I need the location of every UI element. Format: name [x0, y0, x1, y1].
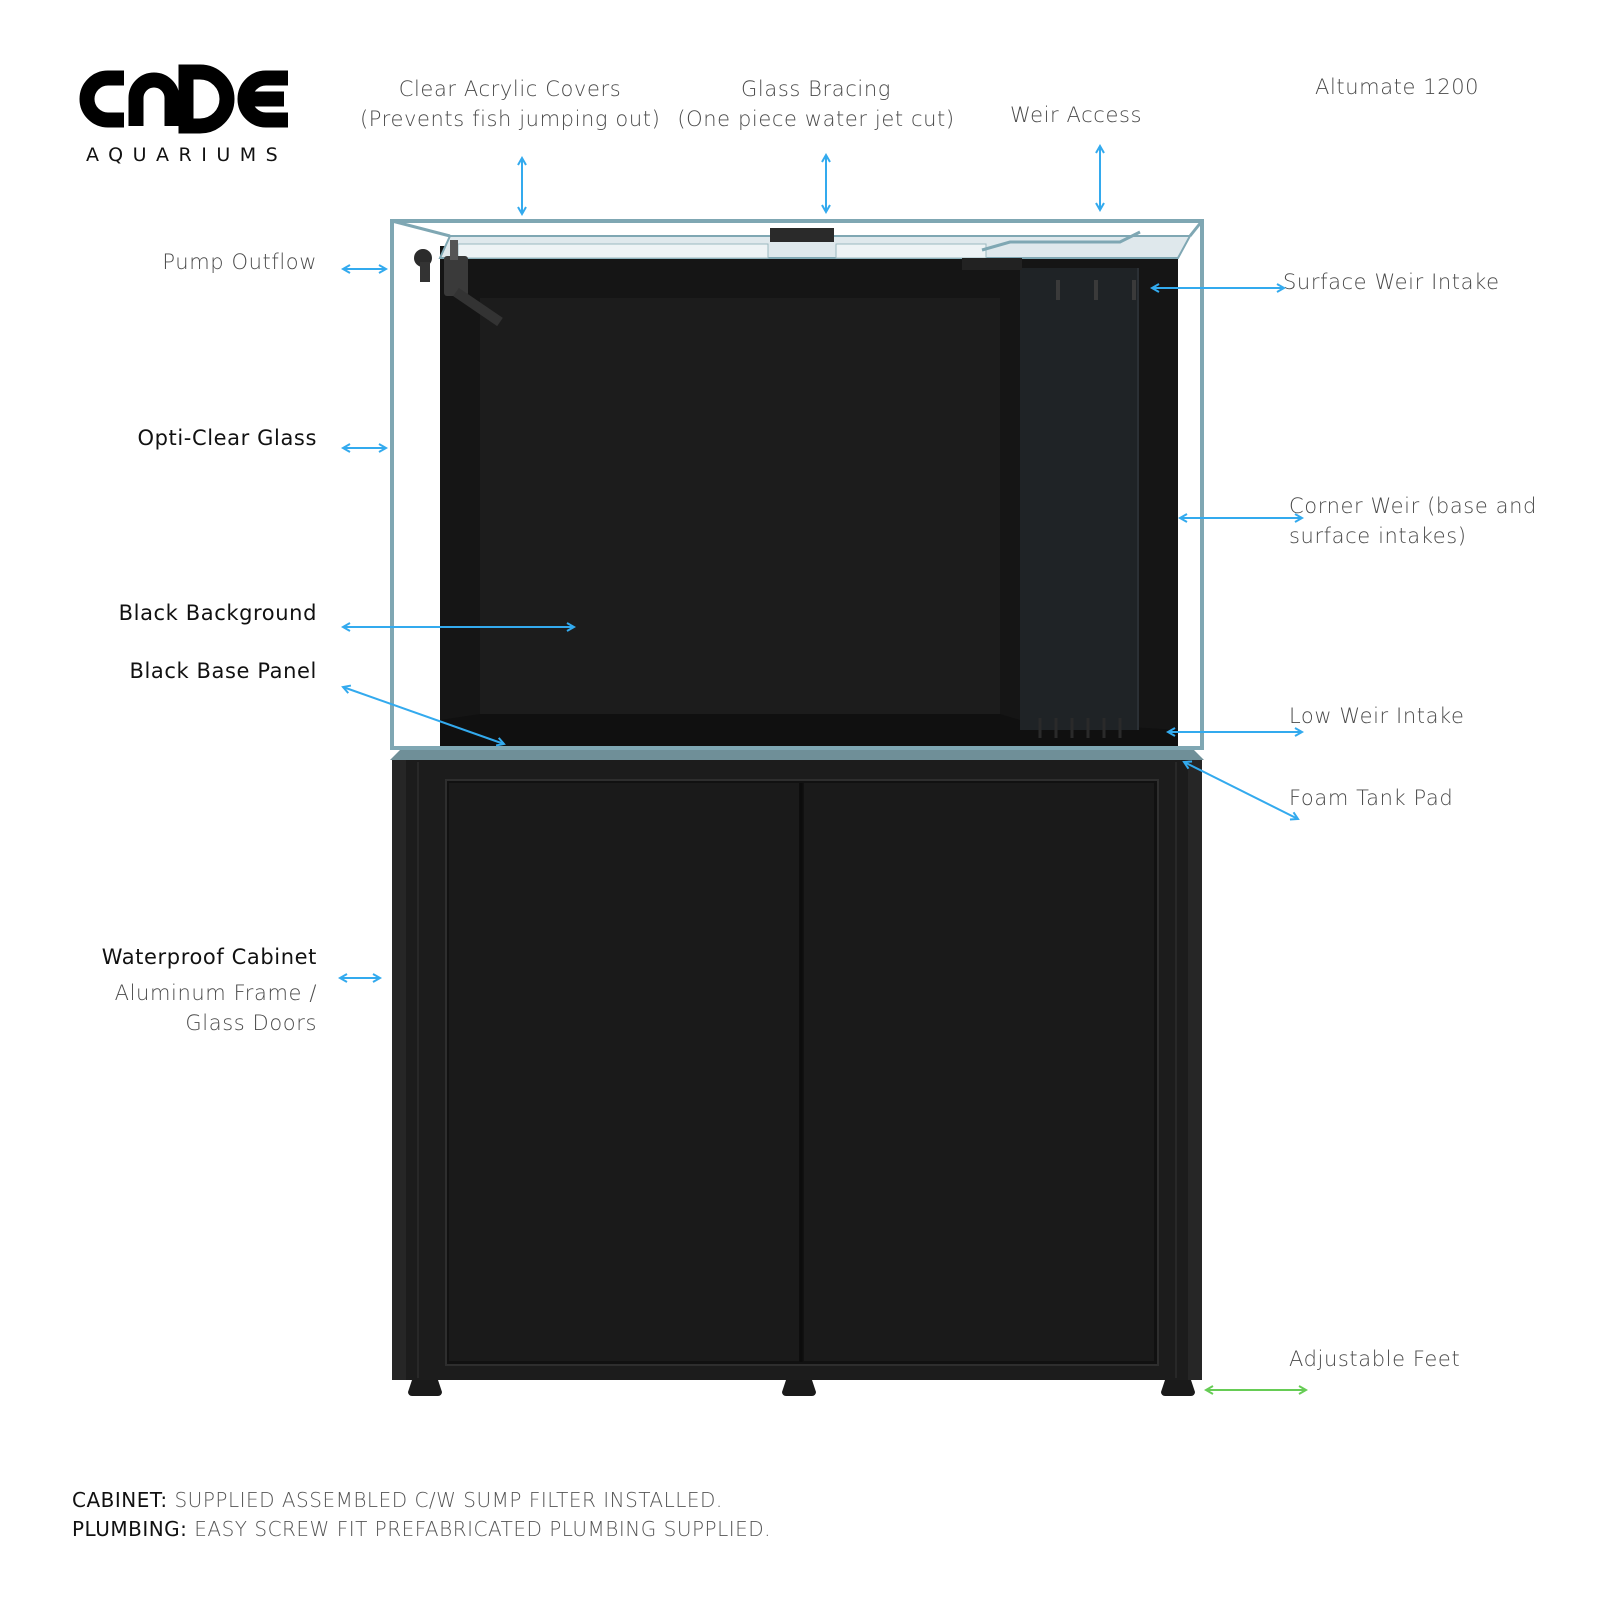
cabinet [392, 758, 1202, 1380]
glass-frame [390, 219, 1204, 750]
footer-cabinet: CABINET: SUPPLIED ASSEMBLED C/W SUMP FIL… [72, 1488, 723, 1512]
glass-bracing-label: Glass Bracing (One piece water jet cut) [676, 74, 956, 134]
acrylic-covers-label: Clear Acrylic Covers (Prevents fish jump… [360, 74, 660, 134]
weir-access-label: Weir Access [1009, 103, 1143, 127]
cade-logo [79, 64, 288, 134]
glass-bracing-line2: (One piece water jet cut) [677, 107, 955, 131]
left-door[interactable] [449, 783, 799, 1361]
opti-clear-label: Opti-Clear Glass [137, 426, 317, 450]
cabinet-detail-label: Aluminum Frame / Glass Doors [60, 978, 317, 1038]
footer-cabinet-text: SUPPLIED ASSEMBLED C/W SUMP FILTER INSTA… [167, 1488, 723, 1512]
pump-outflow-nozzle [414, 240, 503, 327]
footer-plumbing-label: PLUMBING: [72, 1517, 188, 1541]
glass-bracing-line1: Glass Bracing [741, 77, 891, 101]
footer-plumbing: PLUMBING: EASY SCREW FIT PREFABRICATED P… [72, 1517, 771, 1541]
pump-outflow-label: Pump Outflow [162, 250, 317, 274]
low-weir-label: Low Weir Intake [1289, 704, 1465, 728]
arrow-foam-pad [1184, 762, 1298, 819]
cabinet-detail-line1: Aluminum Frame / [114, 981, 317, 1005]
black-background-label: Black Background [118, 601, 317, 625]
surface-weir-label: Surface Weir Intake [1283, 270, 1500, 294]
acrylic-covers-line2: (Prevents fish jumping out) [360, 107, 661, 131]
corner-weir [1020, 268, 1138, 730]
logo-subtitle: AQUARIUMS [86, 144, 288, 166]
black-base-panel-label: Black Base Panel [129, 659, 317, 683]
foam-pad-label: Foam Tank Pad [1289, 786, 1454, 810]
corner-weir-line1: Corner Weir (base and [1289, 494, 1537, 518]
cabinet-detail-line2: Glass Doors [185, 1011, 317, 1035]
corner-weir-line2: surface intakes) [1289, 524, 1467, 548]
model-name: Altumate 1200 [1315, 75, 1480, 99]
corner-weir-label: Corner Weir (base and surface intakes) [1289, 491, 1537, 551]
waterproof-cabinet-label: Waterproof Cabinet [101, 945, 317, 969]
foam-tank-pad [390, 748, 1204, 760]
tank [414, 228, 1192, 746]
right-door[interactable] [804, 783, 1154, 1361]
adjustable-feet [408, 1380, 1195, 1396]
acrylic-covers-line1: Clear Acrylic Covers [398, 77, 622, 101]
footer-cabinet-label: CABINET: [72, 1488, 168, 1512]
arrow-black-base-panel [343, 687, 504, 744]
adjustable-feet-label: Adjustable Feet [1289, 1347, 1461, 1371]
footer-plumbing-text: EASY SCREW FIT PREFABRICATED PLUMBING SU… [187, 1517, 772, 1541]
